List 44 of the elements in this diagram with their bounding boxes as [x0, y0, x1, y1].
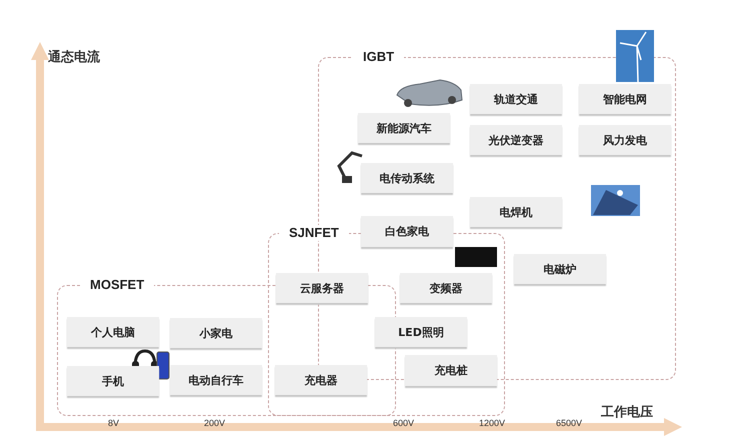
tick-label: 1200V	[479, 418, 506, 428]
application-label: 充电桩	[434, 363, 468, 378]
tick-label: 200V	[204, 418, 226, 428]
tick-label: 600V	[393, 418, 414, 428]
tick-label: 6500V	[556, 418, 582, 428]
application-box	[514, 254, 606, 284]
application-label: 充电器	[304, 372, 338, 388]
application-label: LED照明	[398, 324, 444, 340]
application-box	[358, 113, 450, 143]
region-heading: SJNFET	[279, 225, 349, 241]
application-label: 轨道交通	[494, 92, 538, 106]
application-box	[470, 125, 562, 155]
application-label: 电传动系统	[380, 170, 434, 186]
application-box	[276, 273, 368, 303]
application-label: 风力发电	[603, 132, 647, 148]
application-label: 手机	[102, 374, 124, 388]
application-box	[67, 317, 159, 347]
tick-label: 8V	[108, 418, 120, 428]
application-label: 白色家电	[385, 224, 429, 239]
application-box	[470, 84, 562, 114]
application-label: 电动自行车	[188, 372, 244, 388]
axis-title: 通态电流	[48, 48, 100, 66]
application-box	[361, 163, 453, 193]
application-box	[170, 318, 262, 348]
application-label: 云服务器	[300, 280, 344, 296]
application-label: 电焊机	[500, 204, 532, 220]
application-box	[67, 366, 159, 396]
application-box	[579, 125, 671, 155]
application-label: 智能电网	[603, 92, 647, 106]
application-box	[275, 365, 367, 395]
application-box	[361, 216, 453, 247]
application-label: 光伏逆变器	[488, 132, 544, 148]
application-box	[405, 355, 497, 386]
application-label: 变频器	[430, 280, 462, 296]
application-box	[400, 273, 492, 303]
application-box	[470, 197, 562, 227]
application-label: 新能源汽车	[376, 120, 432, 136]
application-label: 小家电	[200, 326, 232, 340]
application-label: 电磁炉	[544, 262, 576, 276]
application-box	[375, 317, 467, 347]
application-box	[170, 365, 262, 395]
application-label: 个人电脑	[91, 324, 135, 340]
application-box	[579, 84, 671, 114]
axis-title: 工作电压	[601, 404, 653, 421]
